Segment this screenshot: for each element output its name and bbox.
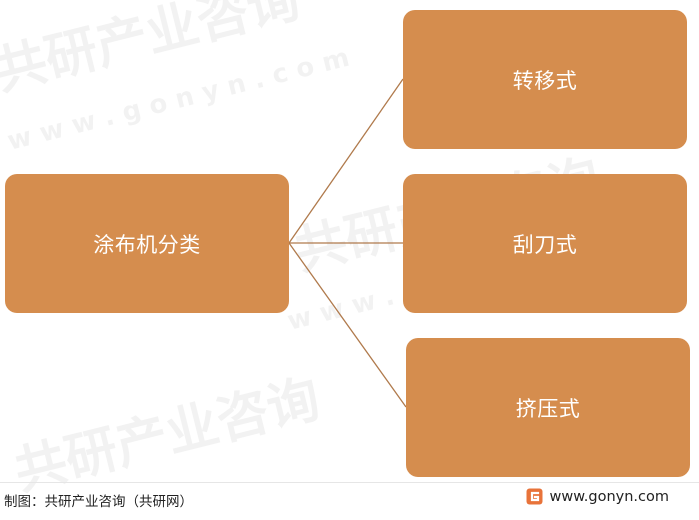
- child-node-label: 转移式: [512, 68, 578, 93]
- child-node-extrusion: 挤压式: [406, 338, 690, 477]
- root-node: 涂布机分类: [5, 174, 289, 313]
- gonyn-logo-icon: [526, 488, 543, 505]
- child-node-label: 挤压式: [515, 396, 581, 421]
- source-caption: 制图：共研产业咨询（共研网）: [4, 494, 193, 510]
- child-node-transfer: 转移式: [403, 10, 687, 149]
- footer-site: www.gonyn.com: [526, 488, 669, 505]
- connector-to-child-1: [288, 78, 404, 244]
- connector-to-child-3: [288, 242, 407, 408]
- child-node-blade: 刮刀式: [403, 174, 687, 313]
- child-node-label: 刮刀式: [512, 232, 578, 257]
- root-node-label: 涂布机分类: [93, 232, 201, 257]
- footer-divider: [0, 482, 699, 483]
- site-url[interactable]: www.gonyn.com: [549, 488, 669, 505]
